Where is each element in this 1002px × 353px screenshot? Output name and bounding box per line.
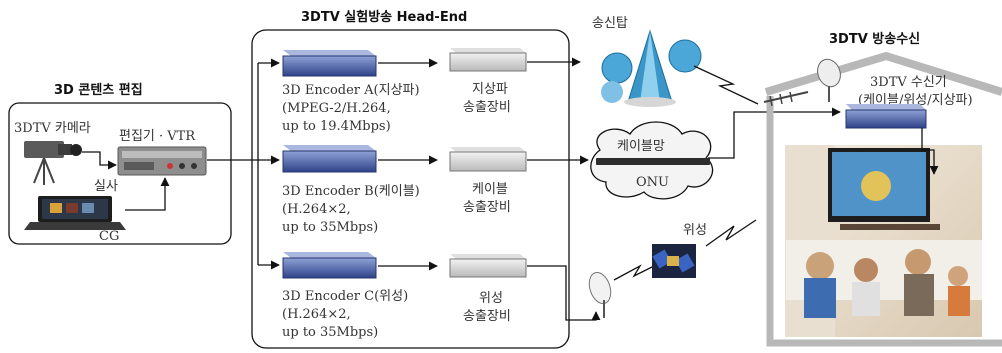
living-room-photo bbox=[785, 145, 982, 337]
transmitter-a-label: 지상파 송출장비 bbox=[463, 82, 512, 115]
house-roof bbox=[764, 51, 1002, 96]
encoder-a-icon bbox=[282, 50, 377, 77]
onu-device-icon bbox=[596, 158, 710, 165]
live-label: 실사 bbox=[94, 179, 118, 194]
cg-label: CG bbox=[99, 229, 119, 244]
tower-label: 송신탑 bbox=[592, 16, 628, 31]
headend-box bbox=[251, 29, 570, 349]
uplink-dish-icon bbox=[588, 271, 612, 318]
wireless-signal-uplink bbox=[613, 261, 663, 281]
satellite-uplink-line bbox=[527, 265, 601, 321]
house-wall bbox=[766, 96, 1002, 347]
headend-input-lines bbox=[207, 58, 280, 270]
wireless-signal-terrestrial bbox=[693, 65, 759, 105]
transmitter-b-icon bbox=[449, 147, 527, 172]
laptop-icon bbox=[24, 196, 126, 230]
satellite-dish-icon bbox=[817, 58, 841, 102]
editing-section-title: 3D 콘텐츠 편집 bbox=[54, 82, 143, 98]
encoder-b-label: 3D Encoder B(케이블) (H.264×2, up to 35Mbps… bbox=[282, 184, 424, 235]
transmitter-c-icon bbox=[449, 254, 527, 278]
editor-label: 편집기 · VTR bbox=[119, 129, 196, 144]
receiver-to-tv-arrow bbox=[921, 128, 939, 175]
transmitter-c-label: 위성 송출장비 bbox=[463, 291, 511, 324]
camera-icon bbox=[24, 141, 82, 185]
editing-connectors bbox=[82, 151, 170, 211]
broadcast-tower-icon bbox=[601, 29, 702, 107]
cable-network-label: 케이블망 bbox=[617, 139, 665, 154]
editing-box bbox=[8, 102, 232, 245]
transmitter-a-icon bbox=[449, 48, 527, 72]
editor-vtr-icon bbox=[117, 146, 207, 176]
onu-label: ONU bbox=[636, 175, 669, 190]
reception-section-title: 3DTV 방송수신 bbox=[829, 31, 920, 47]
encoder-a-label: 3D Encoder A(지상파) (MPEG-2/H.264, up to 1… bbox=[282, 83, 424, 134]
satellite-icon bbox=[652, 244, 696, 278]
cable-to-receiver-line bbox=[708, 107, 841, 159]
receiver-settop-icon bbox=[845, 104, 927, 129]
satellite-label: 위성 bbox=[683, 223, 707, 238]
encoder-b-icon bbox=[282, 145, 377, 173]
encoder-c-label: 3D Encoder C(위성) (H.264×2, up to 35Mbps) bbox=[282, 289, 412, 340]
transmitter-b-label: 케이블 송출장비 bbox=[463, 182, 512, 215]
encoder-c-icon bbox=[282, 252, 377, 279]
camera-label: 3DTV 카메라 bbox=[14, 121, 91, 136]
roof-antenna-icon bbox=[763, 91, 809, 107]
wireless-signal-downlink bbox=[705, 219, 757, 247]
headend-section-title: 3DTV 실험방송 Head-End bbox=[301, 9, 467, 25]
